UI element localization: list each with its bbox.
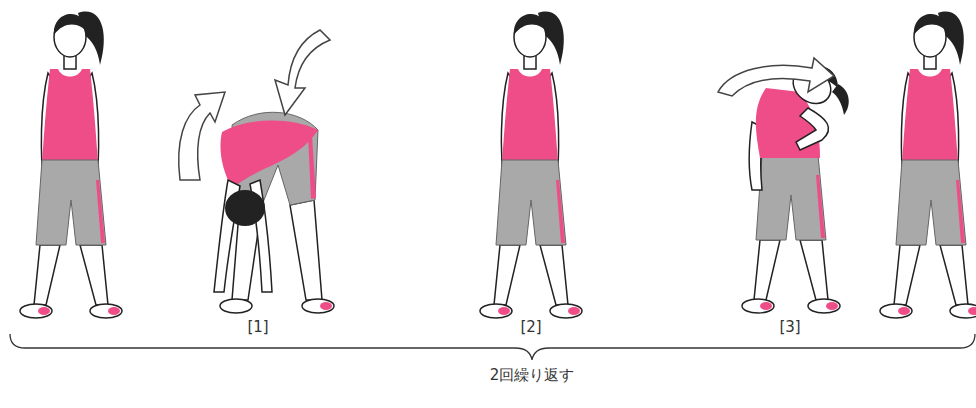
repeat-note: 2回繰り返す [490,366,575,385]
shoe [742,299,774,313]
head-hair [225,190,265,226]
shoe-accent [320,302,332,310]
step-number: [1] [247,318,268,336]
standing-figure [480,12,582,318]
shoe-accent [826,302,838,310]
stripe [816,175,825,238]
motion-arrow [275,30,330,115]
standing-figure [880,12,976,318]
stripe [308,135,316,199]
shoe [808,299,840,313]
forward-bend-figure [214,112,334,313]
arm [796,108,829,150]
step-number: [2] [520,318,541,336]
step-number: [3] [779,318,800,336]
shoe [302,299,334,313]
brace [10,334,975,360]
leg [290,200,322,300]
side-bend-figure [742,61,849,313]
motion-arrow [718,58,834,96]
leg [754,240,780,300]
motion-arrow [179,92,225,180]
shorts [756,155,826,240]
shoe [220,299,252,313]
standing-figure [20,12,122,318]
tank-top [220,120,318,188]
ponytail [832,84,849,115]
shoe-accent [760,302,772,310]
leg [800,240,828,300]
